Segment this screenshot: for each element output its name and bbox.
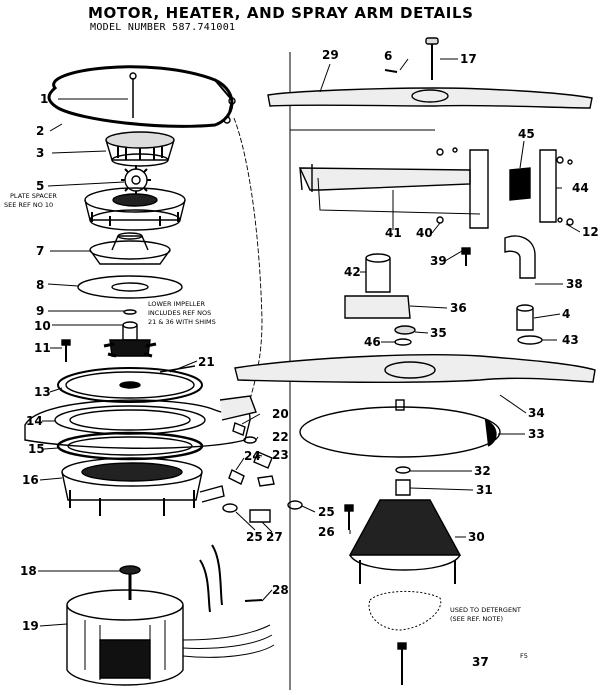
callout-2: 2 xyxy=(36,124,44,138)
callout-39: 39 xyxy=(430,254,447,268)
callout-20: 20 xyxy=(272,407,289,421)
detergent-crystals xyxy=(368,590,442,631)
spray-manifold xyxy=(289,129,557,229)
callout-5: 5 xyxy=(36,179,44,193)
callout-38: 38 xyxy=(566,277,583,291)
corner-mark: F5 xyxy=(520,652,528,660)
annotation-notes: PLATE SPACER SEE REF NO 10 LOWER IMPELLE… xyxy=(4,192,528,660)
callout-6: 6 xyxy=(384,49,392,63)
diagram-title: MOTOR, HEATER, AND SPRAY ARM DETAILS xyxy=(88,4,474,22)
callout-23: 23 xyxy=(272,448,289,462)
pump-base xyxy=(348,466,462,584)
callout-33: 33 xyxy=(528,427,545,441)
pump-cap xyxy=(105,131,175,195)
plate-spacer xyxy=(84,187,186,231)
filter-plate xyxy=(299,399,501,458)
crystals-note-1: USED TO DETERGENT xyxy=(450,606,521,614)
callout-8: 8 xyxy=(36,278,44,292)
callout-4: 4 xyxy=(562,307,570,321)
callout-24: 24 xyxy=(244,449,261,463)
motor-mount xyxy=(61,457,225,516)
callout-labels: 1 2 3 5 6 7 8 9 10 11 12 13 14 15 16 17 … xyxy=(20,48,599,669)
gasket-hole xyxy=(111,282,149,292)
gasket xyxy=(77,275,183,299)
callout-32: 32 xyxy=(474,464,491,478)
washer xyxy=(123,309,137,315)
callout-11: 11 xyxy=(34,341,51,355)
model-number: MODEL NUMBER 587.741001 xyxy=(90,22,236,33)
callout-31: 31 xyxy=(476,483,493,497)
upper-spray-arm xyxy=(267,87,593,109)
callout-21: 21 xyxy=(198,355,215,369)
leader-lines xyxy=(38,58,581,627)
callout-16: 16 xyxy=(22,473,39,487)
lower-spray-arm xyxy=(234,354,596,384)
callout-26: 26 xyxy=(318,525,335,539)
callout-36: 36 xyxy=(450,301,467,315)
callout-44: 44 xyxy=(572,181,589,195)
callout-18: 18 xyxy=(20,564,37,578)
callout-29: 29 xyxy=(322,48,339,62)
callout-43: 43 xyxy=(562,333,579,347)
callout-13: 13 xyxy=(34,385,51,399)
callout-9: 9 xyxy=(36,304,44,318)
screw-11 xyxy=(61,339,71,362)
fasteners xyxy=(344,147,574,685)
callout-45: 45 xyxy=(518,127,535,141)
base-plate xyxy=(24,395,257,449)
pivot-pin xyxy=(384,37,439,80)
callout-25-right: 25 xyxy=(318,505,335,519)
crystals-note-2: (SEE REF. NOTE) xyxy=(450,615,503,623)
callout-42: 42 xyxy=(344,265,361,279)
callout-17: 17 xyxy=(460,52,477,66)
callout-22: 22 xyxy=(272,430,289,444)
elbow-fittings xyxy=(504,235,543,345)
callout-35: 35 xyxy=(430,326,447,340)
impeller-note-2: INCLUDES REF NOS xyxy=(148,309,211,317)
callout-37: 37 xyxy=(472,655,489,669)
callout-30: 30 xyxy=(468,530,485,544)
callout-40: 40 xyxy=(416,226,433,240)
impeller-note-3: 21 & 36 WITH SHIMS xyxy=(148,318,216,326)
callout-25-left: 25 xyxy=(246,530,263,544)
plate-spacer-note-2: SEE REF NO 10 xyxy=(4,201,53,209)
heater-element xyxy=(47,65,263,401)
callout-7: 7 xyxy=(36,244,44,258)
callout-10: 10 xyxy=(34,319,51,333)
callout-15: 15 xyxy=(28,442,45,456)
callout-46: 46 xyxy=(364,335,381,349)
callout-28: 28 xyxy=(272,583,289,597)
callout-1: 1 xyxy=(40,92,48,106)
plate-spacer-note-1: PLATE SPACER xyxy=(10,192,57,200)
callout-34: 34 xyxy=(528,406,545,420)
callout-19: 19 xyxy=(22,619,39,633)
pump-ring xyxy=(57,365,203,403)
callout-14: 14 xyxy=(26,414,43,428)
callout-27: 27 xyxy=(266,530,283,544)
housing xyxy=(89,232,171,265)
ring-gasket xyxy=(56,431,204,461)
motor xyxy=(66,544,275,686)
lower-impeller xyxy=(103,321,157,358)
callout-12: 12 xyxy=(582,225,599,239)
callout-3: 3 xyxy=(36,146,44,160)
impeller-note-1: LOWER IMPELLER xyxy=(148,300,206,308)
center-hub-parts xyxy=(344,253,416,346)
callout-41: 41 xyxy=(385,226,402,240)
